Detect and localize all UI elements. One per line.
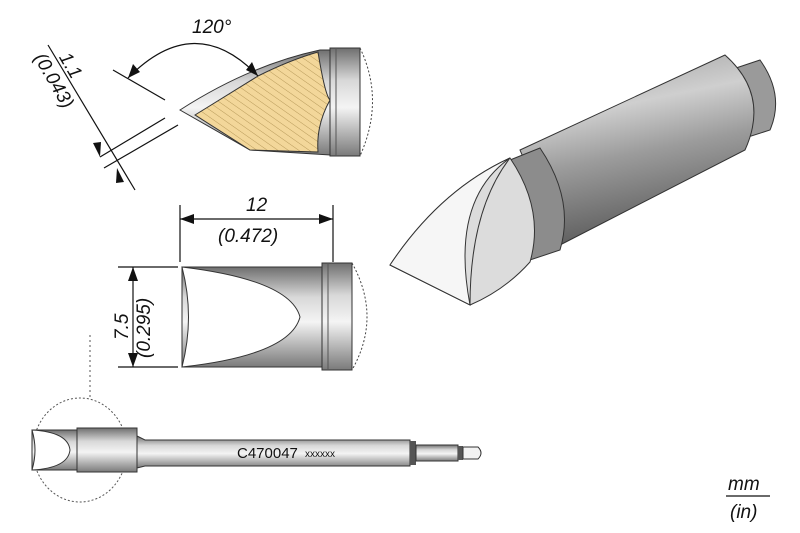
full-tip-view: C470047 xxxxxx (31, 335, 482, 503)
hatched-section (194, 51, 331, 153)
length-mm-label: 12 (246, 195, 268, 216)
front-view: 12 (0.472) 7.5 (0.295) (112, 195, 368, 371)
width-in-label: (0.295) (134, 298, 155, 358)
width-mm-label: 7.5 (112, 313, 133, 340)
side-detail-view: 120° 1.1 (0.043) (29, 17, 373, 191)
collar (329, 47, 361, 157)
units-legend: mm (in) (726, 474, 770, 523)
part-code: C470047 (237, 445, 298, 462)
length-in-label: (0.472) (218, 226, 278, 247)
angle-label: 120° (192, 17, 232, 38)
units-top: mm (728, 474, 760, 495)
lot-number: xxxxxx (305, 449, 335, 460)
units-bottom: (in) (730, 502, 757, 523)
perspective-view (389, 54, 777, 306)
